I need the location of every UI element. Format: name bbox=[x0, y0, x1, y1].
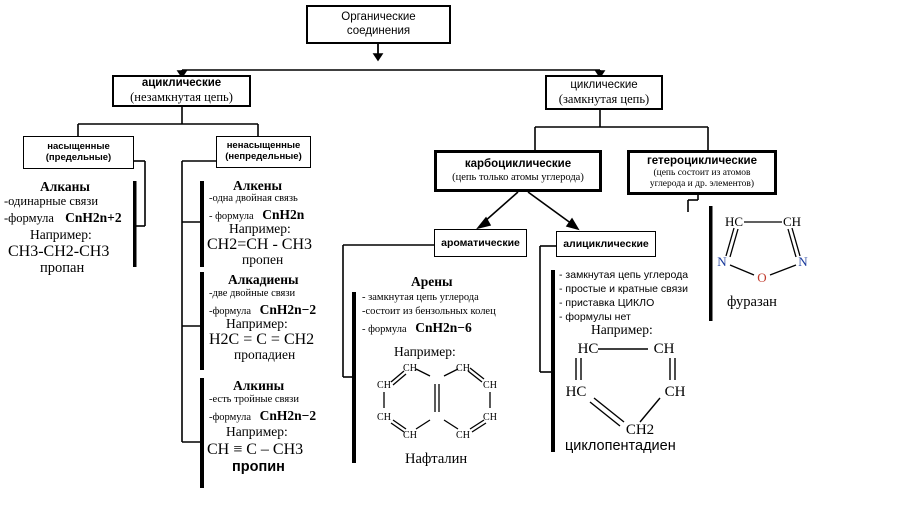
alicyclic-point-4: - формулы нет bbox=[559, 311, 631, 323]
alkenes-point-1: -одна двойная связь bbox=[209, 193, 298, 204]
root-label-1: Органические bbox=[341, 11, 416, 24]
alkynes-example-name: пропин bbox=[232, 459, 285, 475]
furazan-atom-hc: HC bbox=[725, 214, 743, 229]
acyclic-label-2: (незамкнутая цепь) bbox=[130, 90, 233, 105]
cyclopentadiene-atom-3: HC bbox=[566, 384, 587, 400]
arenes-point-2: -состоит из бензольных колец bbox=[362, 306, 496, 317]
heterocyclic-label-3: углерода и др. элементов) bbox=[649, 179, 755, 190]
alkadienes-example-label: Например: bbox=[226, 316, 288, 331]
root-box: Органические соединения bbox=[306, 5, 451, 44]
alkanes-title: Алканы bbox=[40, 179, 90, 194]
arenes-point-1: - замкнутая цепь углерода bbox=[362, 292, 479, 303]
alicyclic-box: алициклические bbox=[556, 231, 656, 257]
furazan-structure: HC CH N N O bbox=[717, 214, 808, 285]
naphthalene-structure: CH CH CH CH CH CH CH CH bbox=[377, 363, 497, 441]
naphthalene-atom: CH bbox=[483, 412, 497, 423]
unsaturated-label-2: (непредельные) bbox=[225, 151, 302, 162]
alkanes-formula-label: -формула bbox=[4, 211, 54, 225]
cyclopentadiene-atom-4: CH bbox=[665, 384, 686, 400]
saturated-label-1: насыщенные bbox=[47, 140, 110, 152]
alicyclic-point-3: - приставка ЦИКЛО bbox=[559, 297, 655, 309]
carbocyclic-label-1: карбоциклические bbox=[464, 158, 572, 171]
aromatic-box: ароматические bbox=[434, 229, 527, 257]
cyclic-label-2: (замкнутая цепь) bbox=[558, 91, 650, 106]
alkenes-point-2: - формула CnH2n bbox=[209, 207, 304, 223]
saturated-label-2: (предельные) bbox=[45, 151, 112, 163]
alkenes-formula: CnH2n bbox=[262, 207, 305, 222]
cyclopentadiene-atom-1: HC bbox=[578, 341, 599, 357]
alkadienes-formula: CnH2n−2 bbox=[259, 302, 317, 317]
cyclic-label-1: циклические bbox=[570, 78, 638, 91]
alkadienes-example-formula: H2C = C = CH2 bbox=[209, 331, 315, 348]
alkadienes-title: Алкадиены bbox=[228, 272, 299, 287]
heterocyclic-label-1: гетероциклические bbox=[646, 154, 758, 167]
acyclic-label-1: ациклические bbox=[141, 77, 222, 90]
alicyclic-point-1: - замкнутая цепь углерода bbox=[559, 269, 689, 281]
alicyclic-example-name: циклопентадиен bbox=[565, 438, 676, 454]
cyclic-box: циклические (замкнутая цепь) bbox=[545, 75, 663, 110]
cyclopentadiene-atom-5: CH2 bbox=[626, 422, 654, 438]
alkadienes-point-1: -две двойные связи bbox=[209, 288, 296, 299]
naphthalene-atom: CH bbox=[456, 430, 470, 441]
naphthalene-atom: CH bbox=[403, 363, 417, 374]
alkadienes-example-name: пропадиен bbox=[234, 347, 296, 362]
alkynes-example-label: Например: bbox=[226, 424, 288, 439]
furazan-name: фуразан bbox=[727, 294, 777, 310]
arenes-example-name: Нафталин bbox=[405, 451, 468, 467]
furazan-atom-ch: CH bbox=[783, 214, 801, 229]
furazan-atom-n2: N bbox=[798, 254, 808, 269]
cyclopentadiene-structure: HC CH HC CH CH2 bbox=[566, 341, 686, 438]
alkynes-point-2: -формула CnH2n−2 bbox=[209, 408, 316, 424]
alkanes-point-2: -формула CnH2n+2 bbox=[4, 210, 122, 226]
alkanes-formula: CnH2n+2 bbox=[65, 210, 122, 225]
furazan-atom-o: O bbox=[757, 270, 766, 285]
naphthalene-atom: CH bbox=[377, 412, 391, 423]
furazan-atom-n1: N bbox=[717, 254, 727, 269]
alkynes-formula: CnH2n−2 bbox=[259, 408, 317, 423]
heterocyclic-label-2: (цепь состоит из атомов bbox=[653, 168, 751, 179]
alkynes-point-1: -есть тройные связи bbox=[209, 394, 299, 405]
naphthalene-atom: CH bbox=[483, 380, 497, 391]
heterocyclic-box: гетероциклические (цепь состоит из атомо… bbox=[627, 150, 777, 195]
naphthalene-atom: CH bbox=[403, 430, 417, 441]
alkynes-formula-label: -формула bbox=[209, 412, 251, 423]
alkenes-title: Алкены bbox=[233, 178, 283, 193]
alicyclic-label: алициклические bbox=[563, 237, 649, 250]
saturated-box: насыщенные (предельные) bbox=[23, 136, 134, 169]
alkenes-example-formula: CH2=CH - CH3 bbox=[207, 236, 313, 253]
alkenes-example-label: Например: bbox=[229, 221, 291, 236]
carbocyclic-box: карбоциклические (цепь только атомы угле… bbox=[434, 150, 602, 192]
alkanes-example-name: пропан bbox=[40, 260, 85, 276]
alkanes-example-formula: CH3-CH2-CH3 bbox=[8, 243, 110, 260]
acyclic-box: ациклические (незамкнутая цепь) bbox=[112, 75, 251, 107]
naphthalene-atom: CH bbox=[456, 363, 470, 374]
arenes-formula: CnH2n−6 bbox=[415, 320, 472, 335]
alkadienes-formula-label: -формула bbox=[209, 306, 251, 317]
alkenes-example-name: пропен bbox=[242, 252, 284, 267]
carbocyclic-label-2: (цепь только атомы углерода) bbox=[452, 171, 584, 183]
alicyclic-point-2: - простые и кратные связи bbox=[559, 283, 688, 295]
arenes-example-label: Например: bbox=[394, 344, 456, 359]
alkynes-example-formula: CH ≡ C – CH3 bbox=[207, 441, 304, 458]
unsaturated-label-1: ненасыщенные bbox=[226, 140, 301, 152]
cyclopentadiene-atom-2: CH bbox=[654, 341, 675, 357]
alkenes-formula-label: - формула bbox=[209, 211, 254, 222]
alkynes-title: Алкины bbox=[233, 378, 285, 393]
arenes-title: Арены bbox=[411, 274, 453, 289]
unsaturated-box: ненасыщенные (непредельные) bbox=[216, 136, 311, 168]
alicyclic-example-label: Например: bbox=[591, 322, 653, 337]
arenes-point-3: - формула CnH2n−6 bbox=[362, 320, 472, 336]
aromatic-label: ароматические bbox=[441, 236, 520, 249]
alkanes-point-1: -одинарные связи bbox=[4, 194, 99, 208]
alkadienes-point-2: -формула CnH2n−2 bbox=[209, 302, 316, 318]
alkanes-example-label: Например: bbox=[30, 227, 92, 242]
root-label-2: соединения bbox=[346, 24, 411, 37]
arenes-formula-label: - формула bbox=[362, 324, 407, 335]
naphthalene-atom: CH bbox=[377, 380, 391, 391]
